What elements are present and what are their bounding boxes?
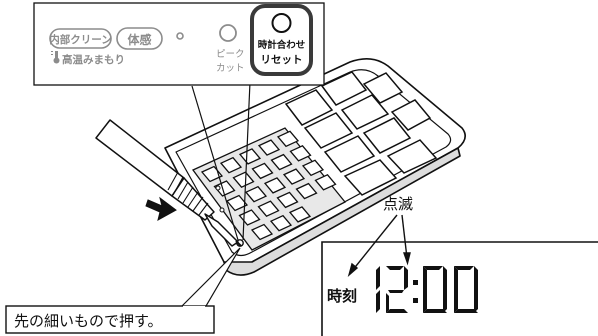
clock-reset-button[interactable] — [271, 13, 292, 33]
small-key — [257, 200, 280, 217]
time-label: 時刻 — [327, 287, 357, 305]
peak-cut-button — [219, 24, 237, 42]
small-key — [289, 145, 312, 162]
small-key — [232, 171, 255, 188]
reset-label: リセット — [261, 54, 303, 66]
body-sense-button-label: 体感 — [127, 32, 151, 47]
instruction-text: 先の細いもので押す。 — [14, 312, 163, 330]
small-key — [269, 214, 293, 232]
small-key — [238, 148, 262, 165]
small-key — [251, 162, 274, 180]
digit-1 — [376, 266, 380, 313]
peak-cut-label-line1: ピーク — [216, 49, 245, 60]
small-key — [276, 130, 300, 148]
peak-cut-label-line2: カット — [216, 63, 245, 74]
small-key — [225, 194, 249, 212]
thermometer-icon — [51, 51, 60, 64]
indicator-dot — [215, 185, 221, 191]
small-key — [314, 174, 337, 191]
indicator-dot-2 — [219, 207, 225, 213]
inner-clean-button-outline — [49, 28, 112, 49]
small-key — [282, 168, 306, 185]
small-key — [250, 223, 274, 241]
small-key — [270, 153, 293, 171]
digit-0-a — [423, 266, 447, 313]
large-buttons — [284, 71, 438, 196]
inner-clean-button-label: 内部クリーン — [49, 33, 111, 46]
blink-arrows — [347, 214, 411, 278]
small-key — [276, 191, 299, 209]
time-digits — [376, 266, 478, 313]
instruction-box — [5, 305, 215, 334]
small-keys — [200, 130, 337, 241]
instruction-leader — [180, 247, 241, 307]
clock-reset-highlight[interactable] — [250, 4, 313, 76]
clock-set-label: 時計合わせ — [258, 39, 306, 51]
small-key — [213, 180, 236, 197]
colon-top — [413, 280, 418, 285]
colon-bottom — [413, 298, 418, 303]
small-key — [301, 159, 325, 177]
digit-0-b — [454, 266, 478, 313]
pen — [95, 119, 242, 247]
body-sense-button-outline — [116, 27, 163, 50]
push-arrow — [145, 196, 177, 221]
small-key — [295, 182, 318, 200]
small-key — [288, 206, 312, 223]
small-key — [219, 156, 243, 174]
digit-2 — [386, 266, 408, 313]
status-dot — [176, 32, 184, 40]
small-key — [263, 177, 287, 194]
small-key — [244, 185, 268, 203]
high-temp-guard-label: 高温みまもり — [62, 53, 125, 66]
blink-label: 点滅 — [383, 195, 413, 213]
small-key — [257, 139, 281, 156]
callout-leader — [191, 81, 251, 241]
